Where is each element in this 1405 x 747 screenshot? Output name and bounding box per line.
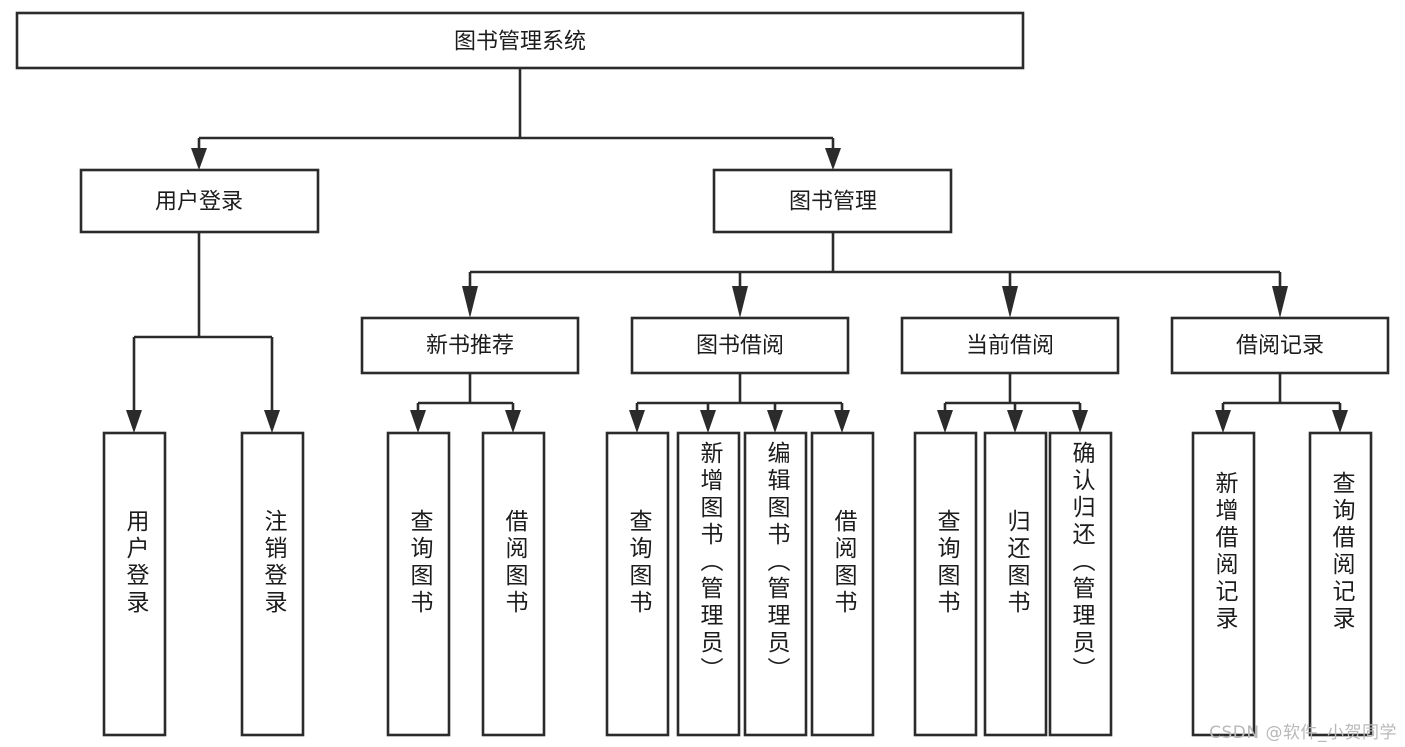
- connector-group-user-login: [126, 232, 280, 433]
- leaf-group-borrow-record: [1191, 431, 1373, 737]
- arrowhead-root-to-book-manage: [825, 148, 841, 170]
- leaf-book-borrow-3-box[interactable]: [743, 431, 808, 737]
- leaf-current-borrow-3-box[interactable]: [1048, 431, 1113, 737]
- leaf-new-book-2-box[interactable]: [481, 431, 546, 737]
- leaf-book-borrow-4-box[interactable]: [810, 431, 875, 737]
- node-borrow-record[interactable]: 借阅记录: [1170, 316, 1390, 375]
- connector-group-new-book: [410, 373, 521, 433]
- connector-group-root: [191, 68, 841, 170]
- leaf-group-user-login: [102, 431, 305, 737]
- arrowhead-current-borrow-leaf-2: [1007, 410, 1023, 433]
- arrowhead-book-borrow-leaf-2: [700, 410, 716, 433]
- arrowhead-user-login-leaf-1: [126, 410, 142, 433]
- arrowhead-borrow-record-leaf-2: [1332, 410, 1348, 433]
- node-new-book-recommend[interactable]: 新书推荐: [360, 316, 580, 375]
- arrowhead-book-borrow-leaf-1: [629, 410, 645, 433]
- node-book-manage-box[interactable]: [712, 168, 953, 234]
- arrowhead-borrow-record-leaf-1: [1215, 410, 1231, 433]
- leaf-group-new-book-recommend: [386, 431, 546, 737]
- node-current-borrow-box[interactable]: [900, 316, 1120, 375]
- node-root-system[interactable]: 图书管理系统: [15, 11, 1025, 70]
- arrowhead-book-manage-to-current: [1002, 286, 1018, 318]
- arrowhead-current-borrow-leaf-1: [937, 410, 953, 433]
- leaf-new-book-1-box[interactable]: [386, 431, 451, 737]
- leaf-book-borrow-2-box[interactable]: [676, 431, 741, 737]
- leaf-group-book-borrow: [605, 431, 875, 737]
- node-new-book-recommend-label: 新书推荐: [426, 334, 514, 359]
- node-book-borrow-box[interactable]: [630, 316, 850, 375]
- arrowhead-user-login-leaf-2: [264, 410, 280, 433]
- leaf-user-login-1-box[interactable]: [102, 431, 167, 737]
- connector-group-book-manage: [462, 232, 1288, 318]
- node-current-borrow[interactable]: 当前借阅: [900, 316, 1120, 375]
- arrowhead-book-manage-to-borrow: [732, 286, 748, 318]
- leaf-borrow-record-1-box[interactable]: [1191, 431, 1256, 737]
- arrowhead-current-borrow-leaf-3: [1072, 410, 1088, 433]
- leaf-group-current-borrow: [913, 431, 1113, 737]
- node-book-borrow[interactable]: 图书借阅: [630, 316, 850, 375]
- node-book-manage[interactable]: 图书管理: [712, 168, 953, 234]
- node-root-system-label: 图书管理系统: [454, 30, 586, 55]
- arrowhead-book-borrow-leaf-3: [767, 410, 783, 433]
- arrowhead-book-manage-to-record: [1272, 286, 1288, 318]
- connector-group-borrow-record: [1215, 373, 1348, 433]
- leaf-current-borrow-1-box[interactable]: [913, 431, 978, 737]
- arrowhead-book-manage-to-new-book: [462, 286, 478, 318]
- leaf-current-borrow-2-box[interactable]: [983, 431, 1048, 737]
- connector-group-current-borrow: [937, 373, 1088, 433]
- node-root-system-box[interactable]: [15, 11, 1025, 70]
- node-book-borrow-label: 图书借阅: [696, 334, 784, 359]
- node-borrow-record-label: 借阅记录: [1236, 334, 1324, 359]
- leaf-user-login-2-box[interactable]: [240, 431, 305, 737]
- arrowhead-new-book-leaf-1: [410, 410, 426, 433]
- arrowhead-new-book-leaf-2: [505, 410, 521, 433]
- node-current-borrow-label: 当前借阅: [966, 334, 1054, 359]
- leaf-borrow-record-2-box[interactable]: [1308, 431, 1373, 737]
- node-borrow-record-box[interactable]: [1170, 316, 1390, 375]
- node-user-login-box[interactable]: [79, 168, 320, 234]
- node-book-manage-label: 图书管理: [789, 190, 877, 215]
- node-user-login[interactable]: 用户登录: [79, 168, 320, 234]
- connector-group-book-borrow: [629, 373, 850, 433]
- arrowhead-book-borrow-leaf-4: [834, 410, 850, 433]
- node-new-book-recommend-box[interactable]: [360, 316, 580, 375]
- arrowhead-root-to-user-login: [191, 148, 207, 170]
- leaf-book-borrow-1-box[interactable]: [605, 431, 670, 737]
- node-user-login-label: 用户登录: [155, 190, 243, 215]
